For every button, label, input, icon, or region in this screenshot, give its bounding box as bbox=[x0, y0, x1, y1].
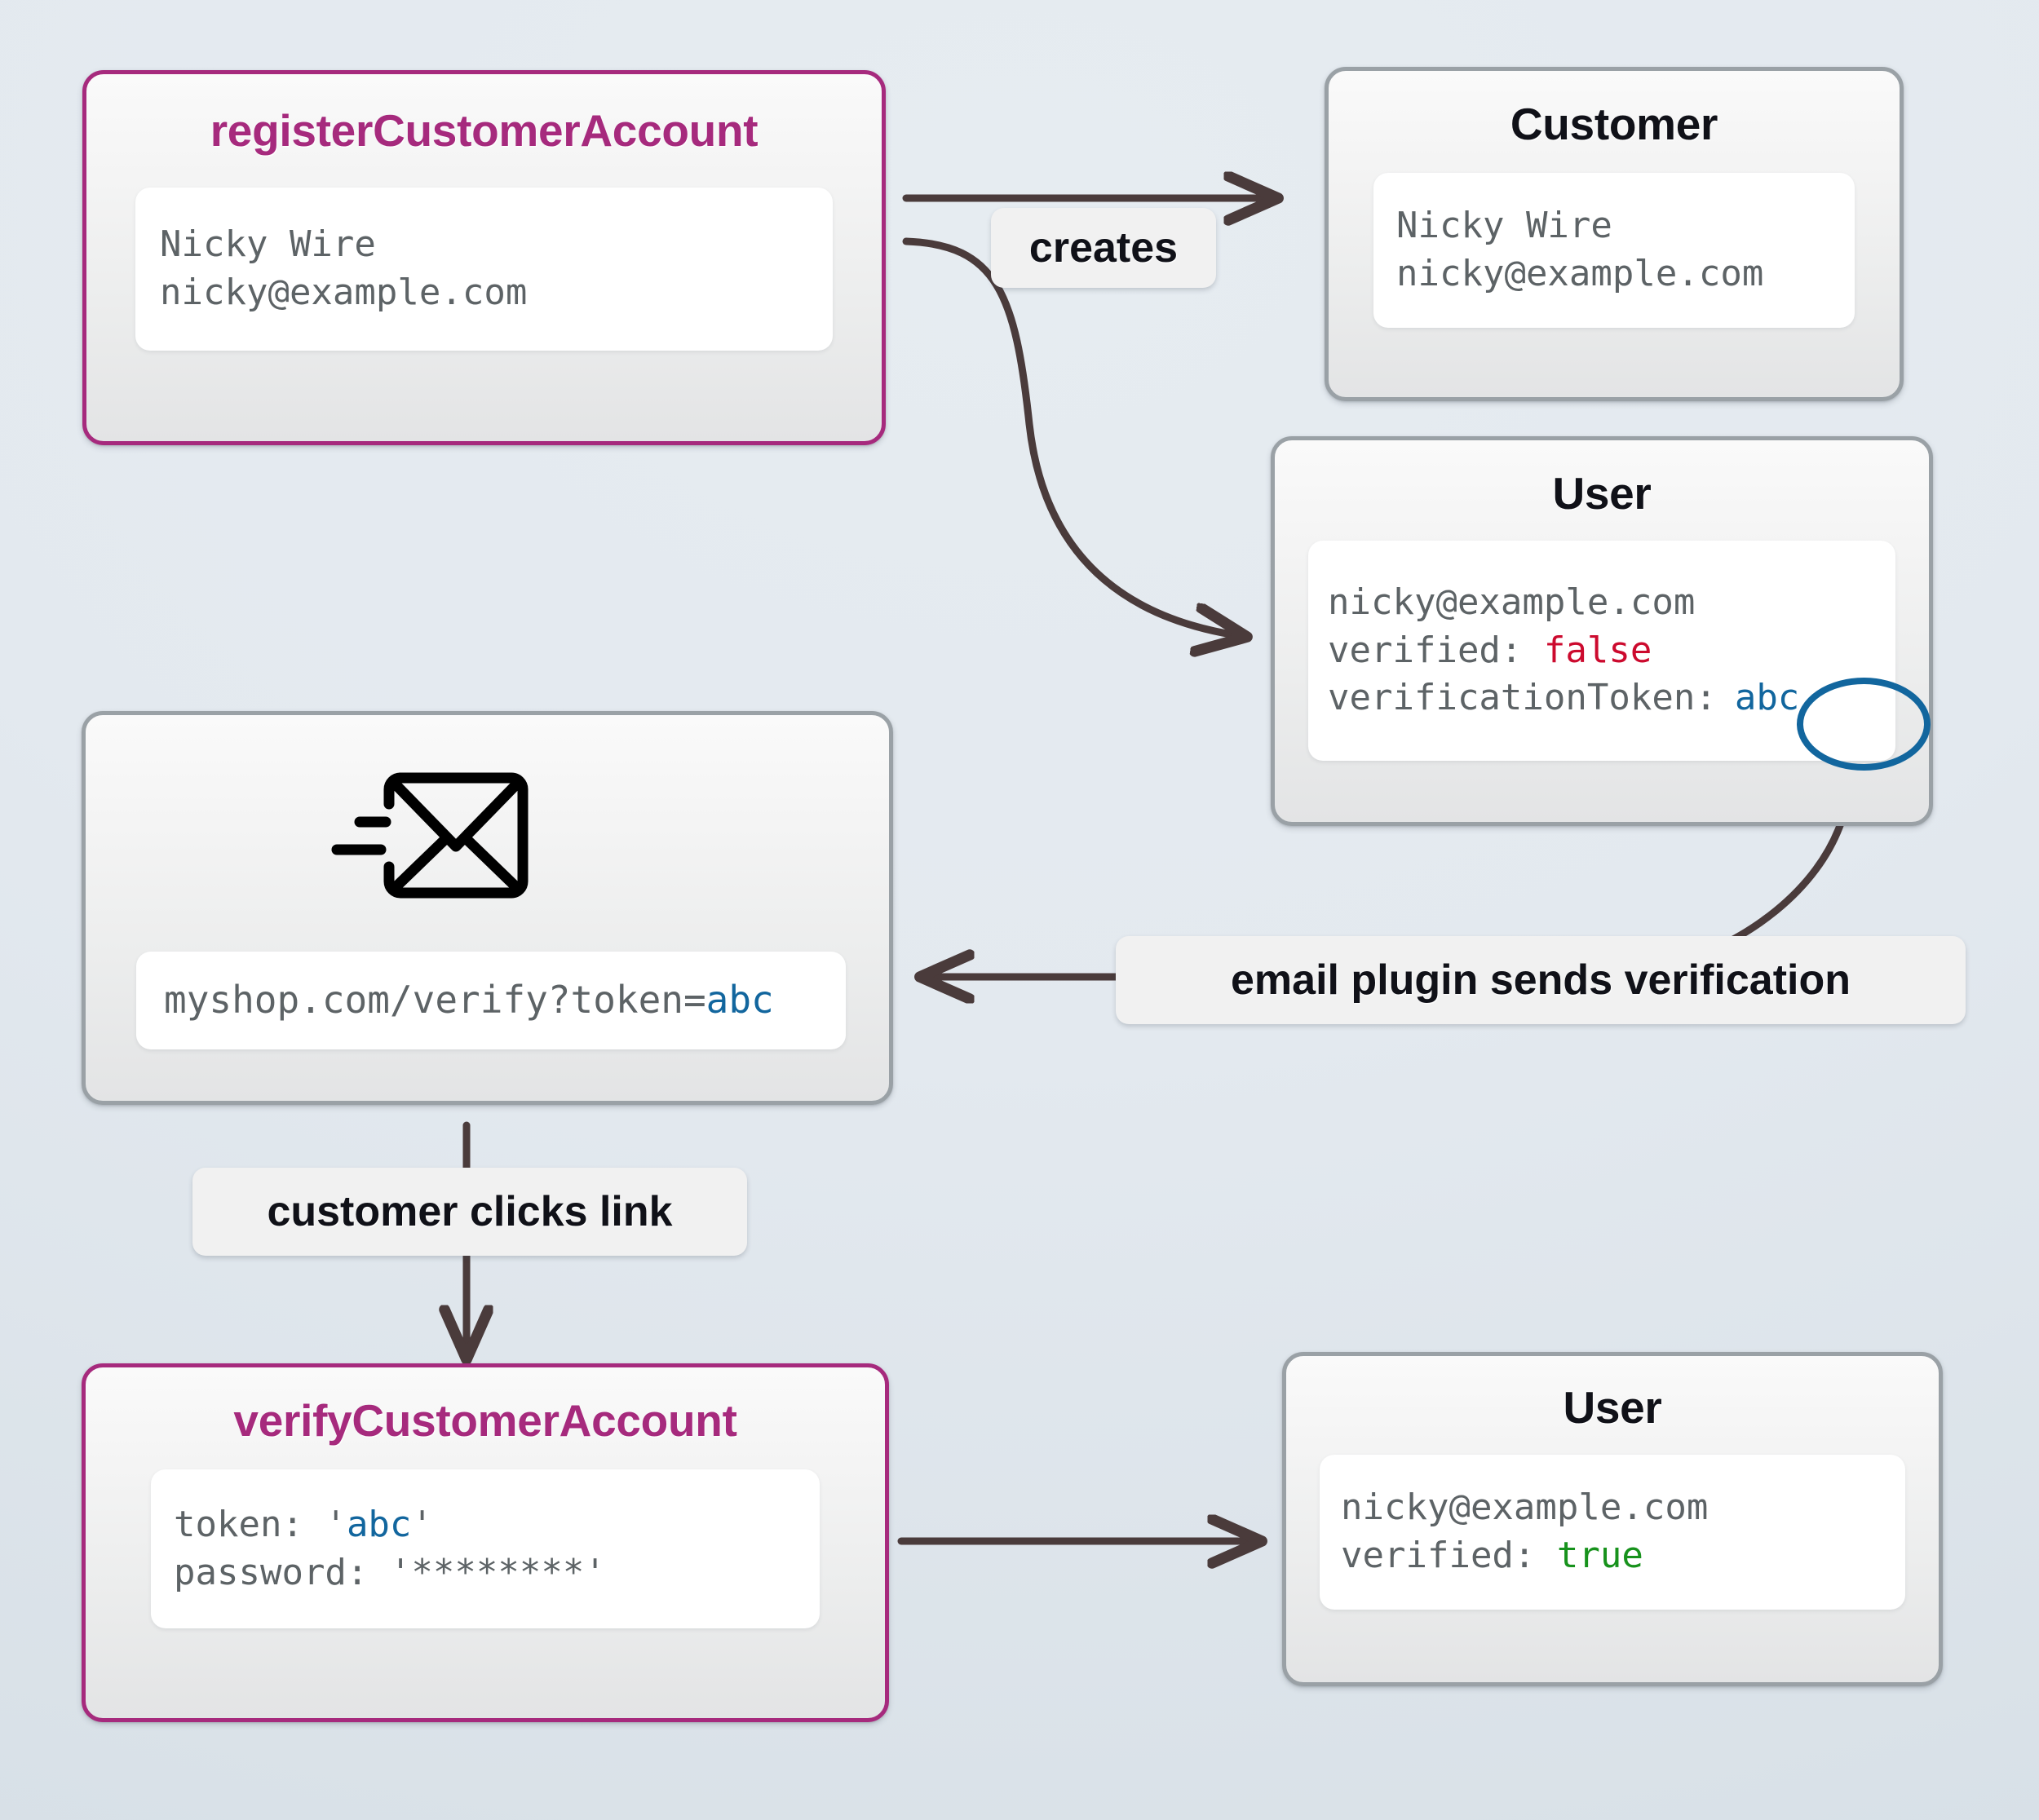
node-title: User bbox=[1552, 468, 1652, 519]
field-verified: verified: true bbox=[1341, 1532, 1884, 1580]
edge-creates-user bbox=[902, 237, 1241, 636]
field-token-label: verificationToken: bbox=[1328, 677, 1717, 719]
field-email: nicky@example.com bbox=[1341, 1486, 1709, 1529]
register-fields-panel: Nicky Wire nicky@example.com bbox=[135, 188, 833, 351]
user-verified-fields-panel: nicky@example.com verified: true bbox=[1320, 1455, 1905, 1610]
verification-url-token: abc bbox=[705, 978, 774, 1023]
user-unverified-fields-panel: nicky@example.com verified: false verifi… bbox=[1308, 541, 1895, 761]
edge-label-clicks-link: customer clicks link bbox=[192, 1168, 747, 1256]
node-register-customer-account[interactable]: registerCustomerAccount Nicky Wire nicky… bbox=[82, 70, 886, 445]
customer-fields-panel: Nicky Wire nicky@example.com bbox=[1373, 173, 1855, 328]
field-verified-value: false bbox=[1543, 629, 1652, 671]
field-token-close-quote: ' bbox=[411, 1503, 433, 1545]
field-email: nicky@example.com bbox=[1396, 253, 1764, 294]
edge-label-creates: creates bbox=[991, 208, 1216, 288]
send-mail-icon bbox=[331, 772, 529, 899]
field-verified-label: verified: bbox=[1341, 1535, 1557, 1576]
field-verified-value: true bbox=[1556, 1535, 1643, 1576]
node-customer-entity[interactable]: Customer Nicky Wire nicky@example.com bbox=[1325, 67, 1904, 401]
field-email: nicky@example.com bbox=[1328, 581, 1696, 624]
field-name: Nicky Wire bbox=[160, 223, 376, 266]
field-token: token: 'abc' bbox=[174, 1501, 797, 1549]
field-password: password: '********' bbox=[174, 1551, 606, 1593]
verify-fields-panel: token: 'abc' password: '********' bbox=[151, 1469, 820, 1628]
verification-url-prefix: myshop.com/verify?token= bbox=[164, 978, 706, 1023]
field-verification-token: verificationToken: abc bbox=[1328, 674, 1876, 722]
node-title: Customer bbox=[1510, 99, 1718, 149]
node-title: registerCustomerAccount bbox=[210, 105, 759, 156]
field-name: Nicky Wire bbox=[1396, 205, 1612, 247]
field-email: nicky@example.com bbox=[160, 272, 528, 313]
field-token-value: abc bbox=[1734, 677, 1800, 719]
node-user-unverified[interactable]: User nicky@example.com verified: false v… bbox=[1271, 436, 1933, 826]
node-verify-customer-account[interactable]: verifyCustomerAccount token: 'abc' passw… bbox=[82, 1363, 889, 1722]
node-user-verified[interactable]: User nicky@example.com verified: true bbox=[1282, 1352, 1943, 1686]
verification-url: myshop.com/verify?token=abc bbox=[164, 975, 818, 1025]
node-title: verifyCustomerAccount bbox=[233, 1395, 737, 1446]
field-verified-label: verified: bbox=[1328, 629, 1544, 671]
node-email-message[interactable]: myshop.com/verify?token=abc bbox=[82, 711, 893, 1105]
node-title: User bbox=[1563, 1382, 1662, 1433]
field-token-open-quote: ' bbox=[325, 1503, 347, 1545]
edge-label-email-plugin: email plugin sends verification bbox=[1116, 936, 1966, 1024]
field-verified: verified: false bbox=[1328, 627, 1876, 675]
field-token-value: abc bbox=[346, 1503, 412, 1545]
email-link-panel[interactable]: myshop.com/verify?token=abc bbox=[136, 952, 846, 1049]
field-token-label: token: bbox=[174, 1503, 325, 1545]
